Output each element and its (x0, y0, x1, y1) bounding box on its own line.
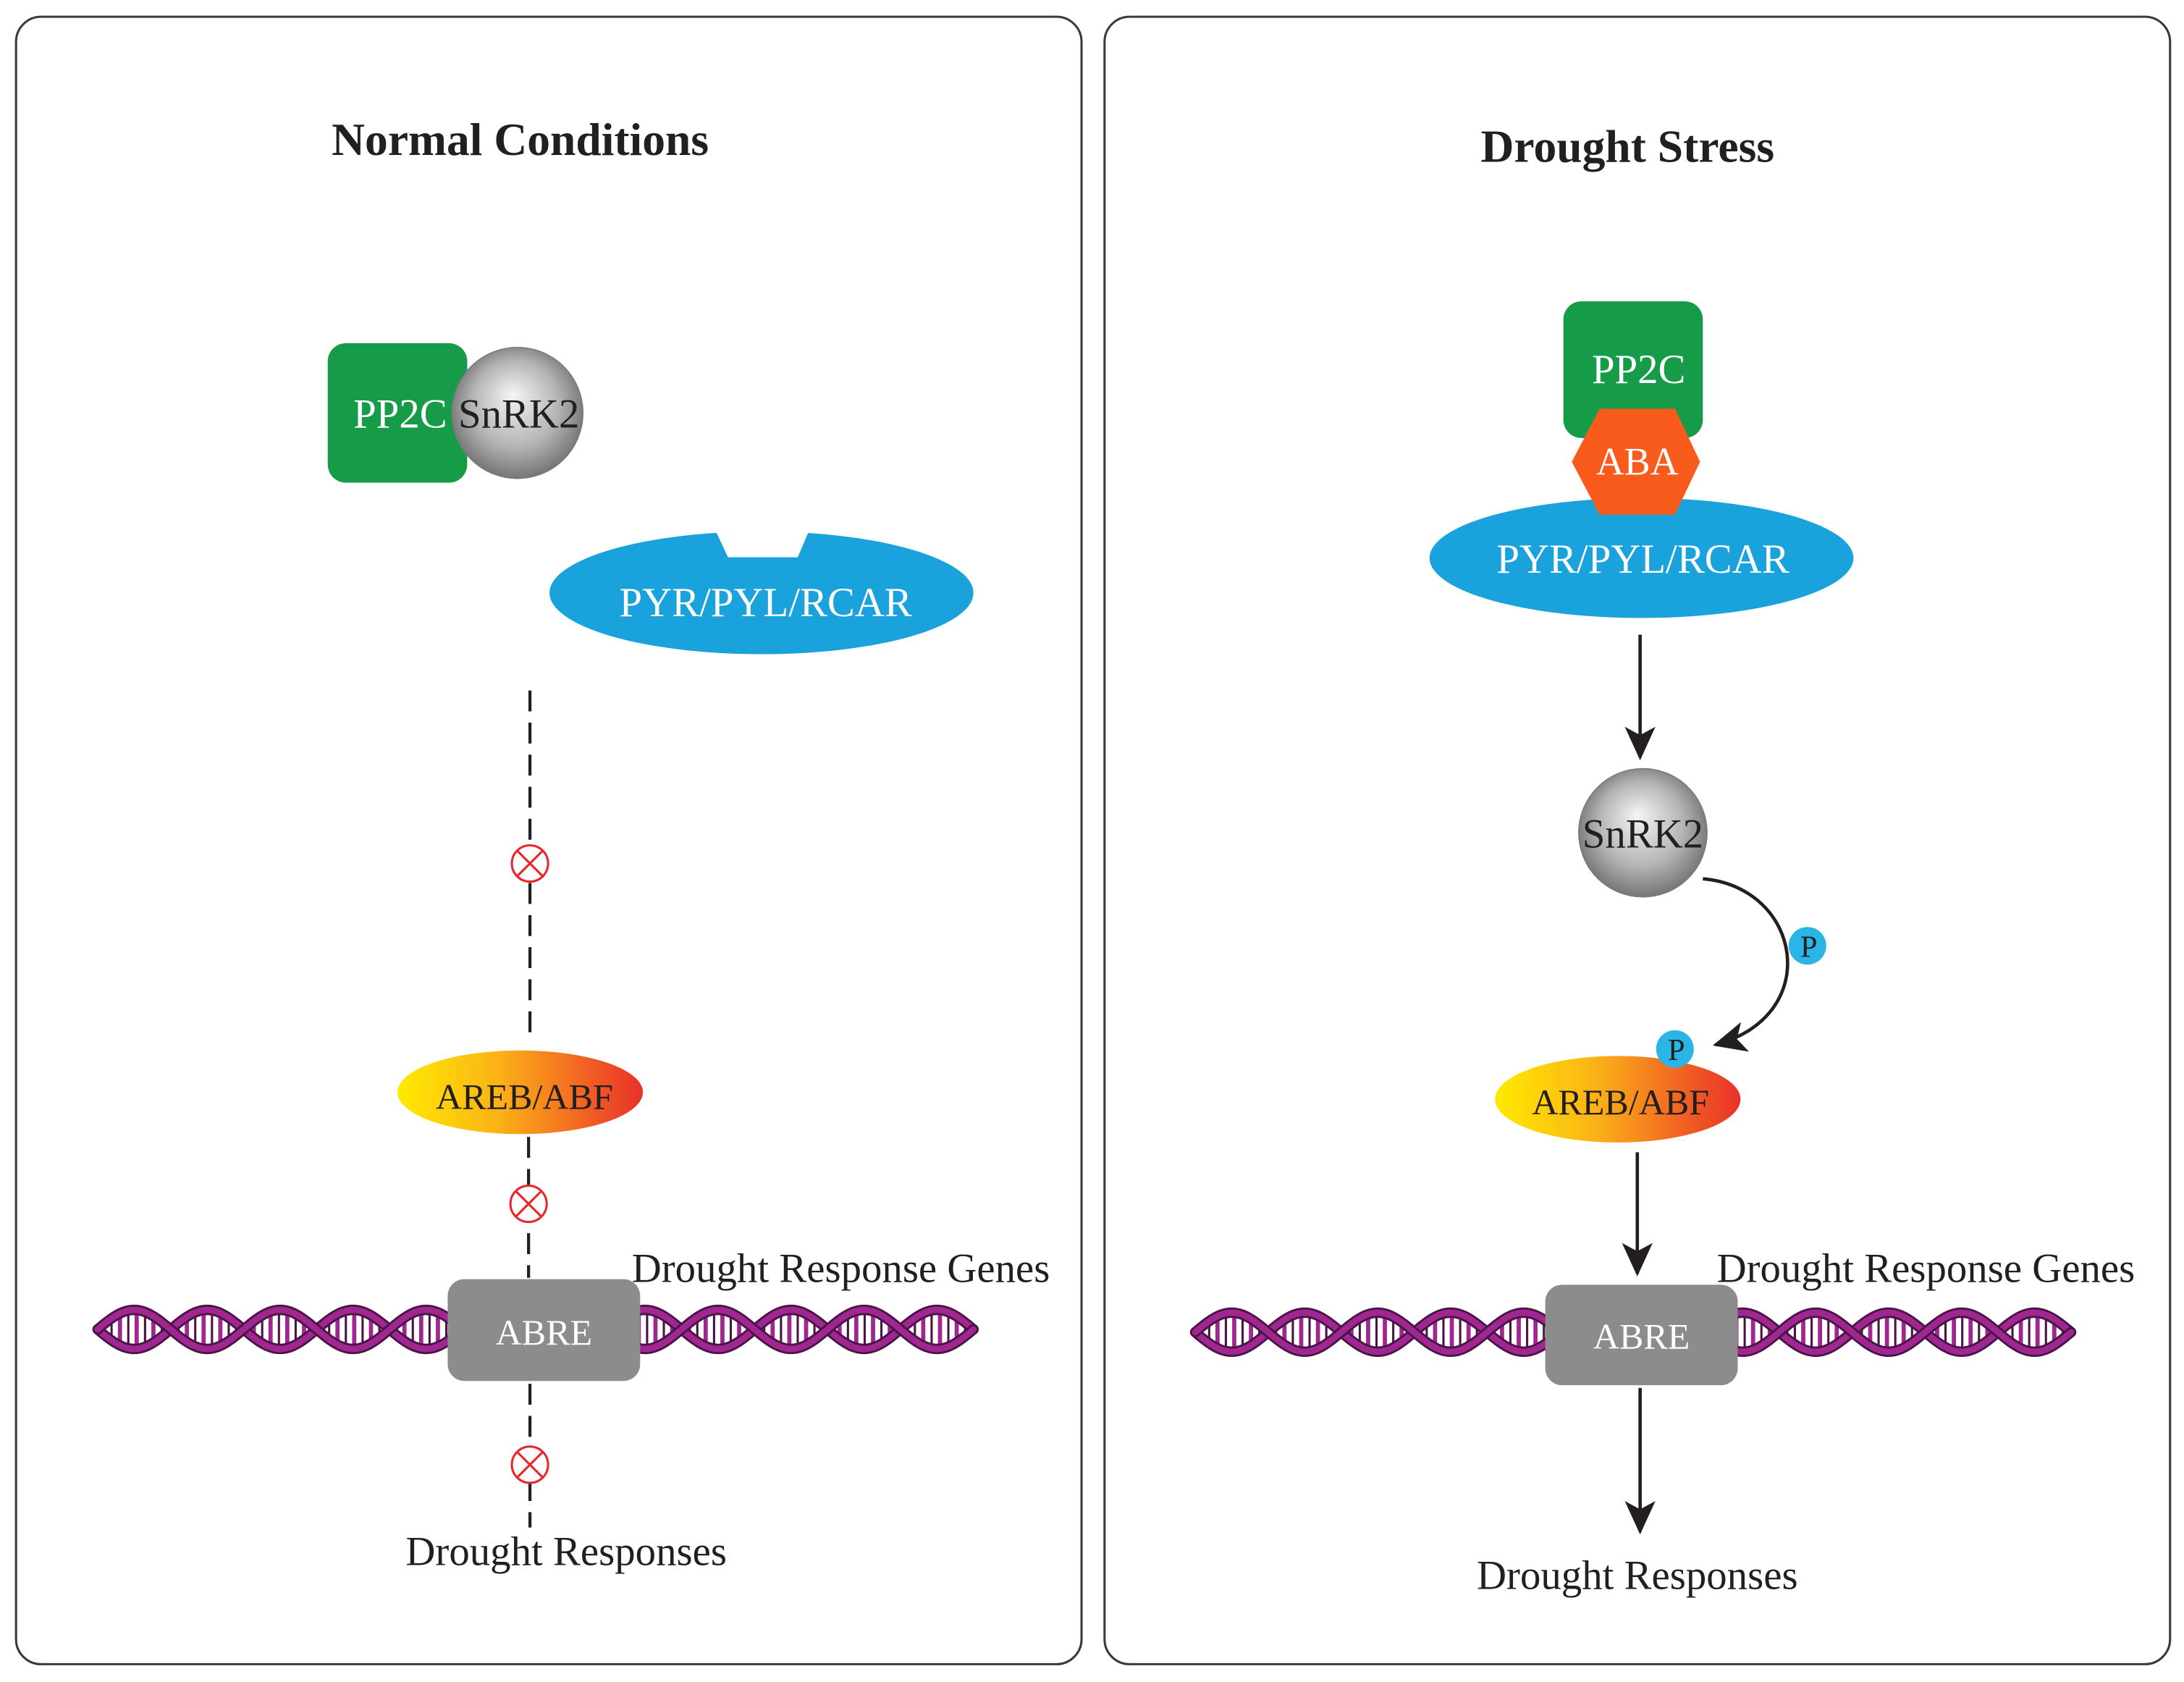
inhibition-icon (509, 1185, 548, 1224)
pp2c-box (1563, 301, 1703, 438)
genes-label: Drought Response Genes (1717, 1246, 2135, 1292)
receptor-binding-pocket (712, 524, 812, 558)
tf-ellipse (1495, 1056, 1741, 1143)
snrk2-label: SnRK2 (458, 392, 579, 437)
tf-phosphate-circle (1656, 1030, 1694, 1068)
aba-label: ABA (1596, 440, 1679, 484)
inhibition-cross-line (516, 849, 544, 878)
snrk2: SnRK2 (1578, 768, 1708, 898)
snrk2-sphere (451, 346, 584, 479)
pp2c-snrk2-complex: PP2C SnRK2 (327, 342, 584, 483)
aba-receptor-pp2c-complex: PP2C ABA PYR/PYL/RCAR (1429, 301, 1854, 618)
abre-label: ABRE (496, 1312, 593, 1353)
outcome-label: Drought Responses (405, 1529, 727, 1575)
pp2c-label: PP2C (353, 392, 447, 437)
tf-label: AREB/ABF (436, 1076, 613, 1117)
snrk2-label: SnRK2 (1582, 812, 1703, 857)
inhibition-cross-line (515, 1190, 542, 1218)
phosphate-label: P (1800, 930, 1818, 964)
snrk2-sphere (1578, 768, 1708, 898)
receptor-ellipse (1429, 497, 1854, 618)
tf-phosphate-label: P (1668, 1033, 1685, 1067)
panel-title: Normal Conditions (332, 114, 709, 165)
pp2c-box (327, 342, 468, 483)
abre-box (1545, 1284, 1738, 1386)
aba-hexagon (1572, 408, 1700, 515)
transcription-factor: AREB/ABF (397, 1050, 644, 1135)
abre-box (447, 1279, 641, 1382)
genes-label: Drought Response Genes (632, 1246, 1050, 1292)
panel-normal-conditions: Normal Conditions PP2C SnRK2 PYR/PYL/RCA… (14, 15, 1083, 1665)
receptor-label: PYR/PYL/RCAR (1496, 537, 1789, 582)
abre-element: ABRE (1545, 1284, 1738, 1386)
panel-drought-stress: Drought Stress PP2C ABA PYR/PYL/RCAR SnR… (1103, 15, 2172, 1665)
tf-ellipse (397, 1050, 644, 1135)
tf-label: AREB/ABF (1532, 1082, 1709, 1122)
pp2c-label: PP2C (1592, 347, 1686, 392)
phosphorylation-arrow (1703, 877, 1789, 1052)
panel-title: Drought Stress (1481, 120, 1775, 172)
outcome-label: Drought Responses (1477, 1552, 1798, 1598)
inhibition-cross-line (516, 1451, 544, 1479)
phosphate-circle (1788, 927, 1826, 965)
abre-element: ABRE (447, 1279, 641, 1382)
abre-label: ABRE (1593, 1316, 1690, 1357)
phosphate-group: P (1788, 927, 1826, 965)
receptor-ellipse (549, 531, 974, 655)
inhibition-icon (510, 844, 549, 883)
receptor-label: PYR/PYL/RCAR (620, 580, 912, 626)
transcription-factor: AREB/ABF P (1495, 1030, 1741, 1143)
panel-frame (14, 15, 1083, 1665)
inhibition-icon (510, 1445, 549, 1484)
receptor: PYR/PYL/RCAR (549, 524, 974, 655)
